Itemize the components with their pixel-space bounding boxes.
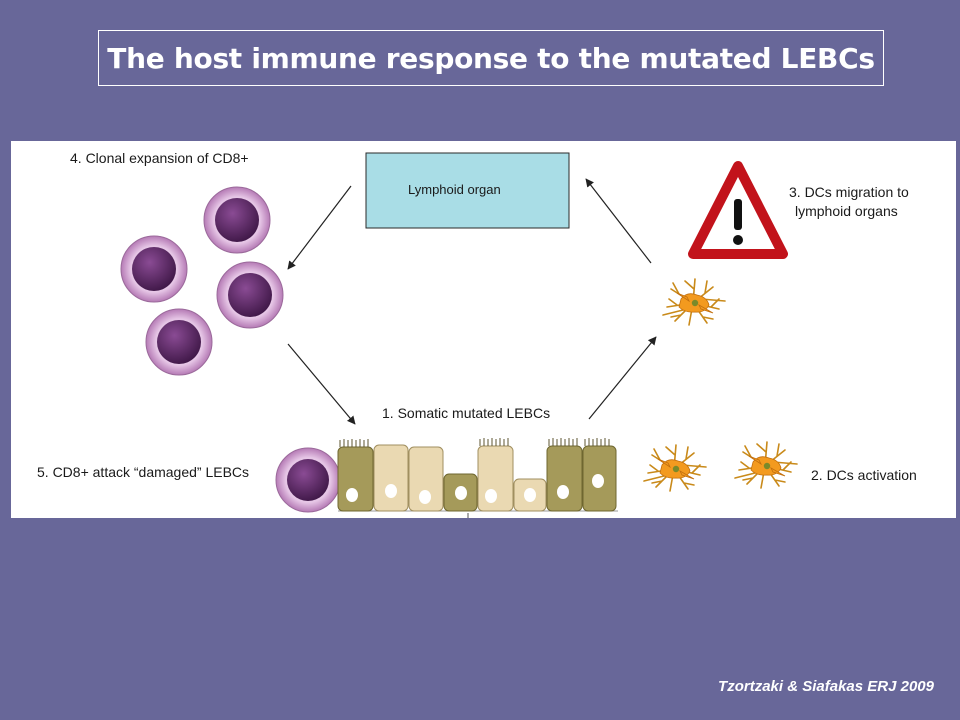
lymphoid-organ-box [365, 152, 570, 229]
title-box: The host immune response to the mutated … [98, 30, 884, 86]
cd8-cell [203, 186, 271, 254]
citation: Tzortzaki & Siafakas ERJ 2009 [718, 678, 934, 695]
epithelial-cell [337, 446, 374, 512]
dendritic-cell [734, 441, 798, 489]
epithelial-cell [477, 445, 514, 512]
lymphoid-organ-label: Lymphoid organ [408, 182, 501, 197]
diagram-canvas [120, 152, 798, 518]
slide-title: The host immune response to the mutated … [107, 41, 875, 75]
arrow-dc-to-lymphoid [585, 178, 652, 264]
step3-label-line2: lymphoid organs [795, 203, 898, 219]
arrow-cd8-to-epithelium [287, 343, 356, 425]
cd8-cell [145, 308, 213, 376]
step1-label: 1. Somatic mutated LEBCs [382, 405, 551, 421]
arrow-lymphoid-to-cd8 [287, 185, 352, 270]
epithelial-cell [546, 445, 583, 512]
dendritic-cell [643, 444, 707, 492]
dendritic-cell-migrating [662, 278, 726, 326]
step4-label: 4. Clonal expansion of CD8+ [70, 150, 249, 166]
diagram-panel: Lymphoid organ 4. Clonal expansion of CD… [11, 141, 956, 518]
epithelial-layer [337, 438, 618, 518]
warning-icon [688, 161, 788, 259]
cd8-cell-attacking [275, 447, 341, 513]
epithelial-cell [373, 444, 409, 512]
epithelial-cell [513, 478, 547, 512]
step3-label-line1: 3. DCs migration to [789, 184, 909, 200]
epithelial-cell [582, 445, 617, 512]
epithelial-cell [443, 473, 478, 512]
step2-label: 2. DCs activation [811, 467, 917, 483]
cd8-cell [216, 261, 284, 329]
cd8-cell [120, 235, 188, 303]
cd8-cell-cluster [120, 186, 284, 376]
arrow-epithelium-to-dc [588, 336, 657, 420]
step5-label: 5. CD8+ attack “damaged” LEBCs [37, 464, 250, 480]
epithelial-cell [408, 446, 444, 512]
